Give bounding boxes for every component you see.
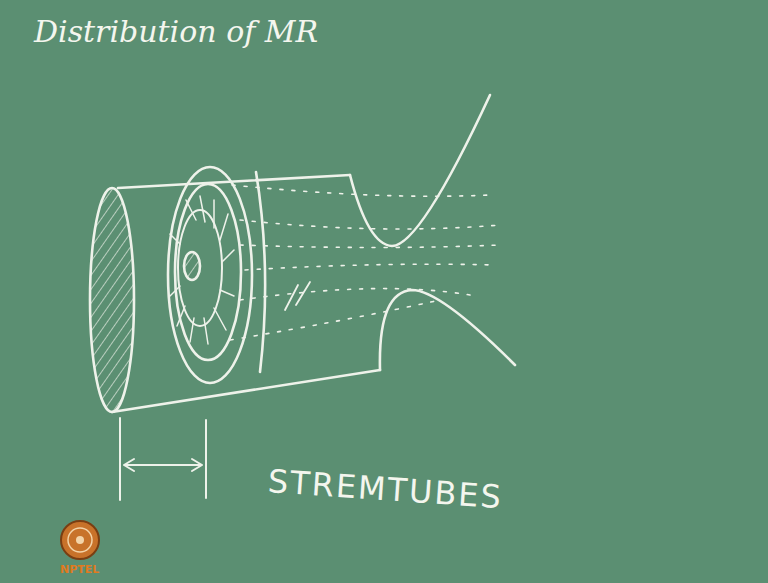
dimension-tick	[119, 418, 121, 500]
board-title: Distribution of MR	[34, 14, 318, 49]
inlet-disk	[90, 188, 134, 412]
section-line	[256, 172, 265, 372]
dimension-arrow	[124, 459, 202, 471]
fan-disk	[168, 167, 252, 383]
outlet-wall-bottom	[380, 290, 515, 370]
dimension-tick	[205, 420, 207, 498]
tick-mark	[296, 282, 310, 305]
fan-ring-inner	[178, 210, 222, 326]
fan-hub	[184, 252, 200, 280]
streamtube-lines	[230, 185, 500, 340]
fan-ring	[175, 184, 241, 360]
fan-blades	[170, 196, 234, 344]
nptel-logo	[61, 521, 99, 559]
outlet-wall-top	[350, 95, 490, 246]
chalk-drawing	[90, 95, 515, 500]
tick-mark	[285, 285, 298, 310]
duct-wall-bottom	[112, 370, 380, 412]
chalk-label: STREMTUBES	[267, 462, 504, 516]
logo-text: NPTEL	[60, 563, 99, 576]
